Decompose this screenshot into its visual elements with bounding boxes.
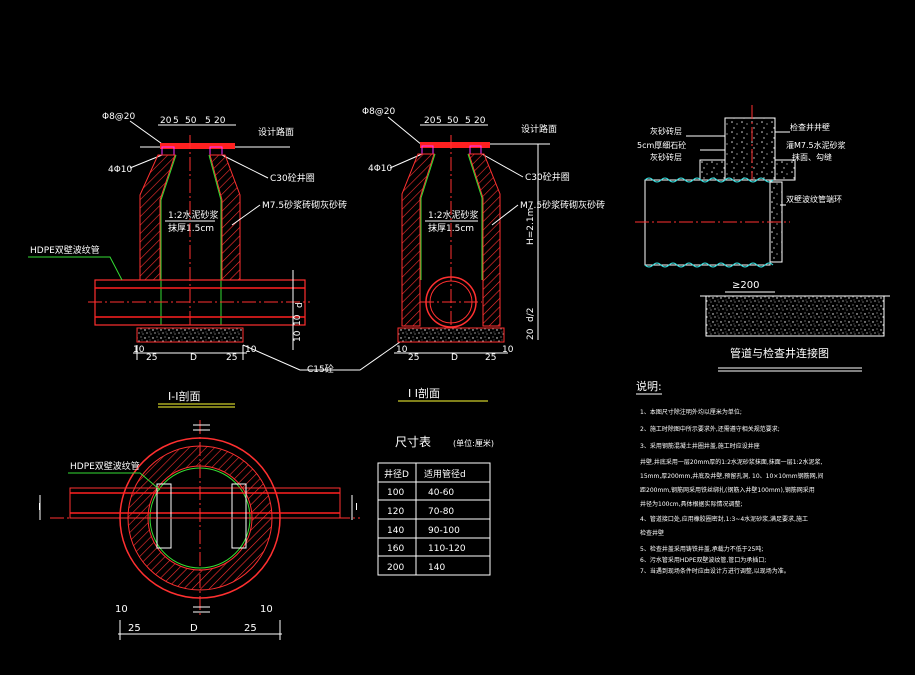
svg-text:10: 10 xyxy=(115,604,128,615)
rebar-ring-label: 4Φ10 xyxy=(108,165,133,175)
svg-text:H=2.1m: H=2.1m xyxy=(526,208,536,245)
svg-text:10: 10 xyxy=(245,345,257,355)
svg-text:40-60: 40-60 xyxy=(428,488,454,498)
svg-text:Φ8@20: Φ8@20 xyxy=(362,107,396,117)
svg-text:5: 5 xyxy=(173,116,179,126)
svg-text:D: D xyxy=(451,353,458,363)
plan-view: I I HDPE双壁波纹管 10 10 25 D 25 xyxy=(38,420,360,640)
svg-text:20: 20 xyxy=(526,328,536,340)
svg-text:灰砂砖层: 灰砂砖层 xyxy=(650,152,682,162)
svg-text:D: D xyxy=(190,623,198,634)
section-right: Φ8@20 20 5 50 5 20 设计路面 4Φ10 C30砼井圈 1:2水… xyxy=(362,107,605,402)
svg-text:C30砼井圈: C30砼井圈 xyxy=(525,171,570,183)
svg-text:5: 5 xyxy=(205,116,211,126)
design-ground-label: 设计路面 xyxy=(258,126,294,138)
svg-text:灰砂砖层: 灰砂砖层 xyxy=(650,126,682,136)
svg-text:1、本图尺寸除注明外均以厘米为单位;: 1、本图尺寸除注明外均以厘米为单位; xyxy=(640,408,742,416)
svg-text:5、检查井盖采用铸铁井盖,承载力不低于25吨;: 5、检查井盖采用铸铁井盖,承载力不低于25吨; xyxy=(640,545,763,553)
section-left: Φ8@20 20 5 50 5 20 设计路面 4Φ10 C30砼井圈 1:2水… xyxy=(28,112,347,408)
connection-title: 管道与检查井连接图 xyxy=(730,346,829,360)
svg-text:1:2水泥砂浆: 1:2水泥砂浆 xyxy=(428,209,479,221)
svg-text:50: 50 xyxy=(185,116,197,126)
pipe-label: HDPE双壁波纹管 xyxy=(30,244,100,256)
svg-text:3、采用钢筋混凝土井圈井盖,施工时应设井座: 3、采用钢筋混凝土井圈井盖,施工时应设井座 xyxy=(640,442,760,450)
svg-text:200: 200 xyxy=(387,563,404,573)
svg-text:140: 140 xyxy=(387,526,404,536)
ring-label: C30砼井圈 xyxy=(270,172,315,184)
svg-text:20: 20 xyxy=(160,116,172,126)
svg-text:110-120: 110-120 xyxy=(428,544,466,554)
section-right-title: I I剖面 xyxy=(408,386,440,400)
svg-text:井壁,井底采用一层20mm厚的1:2水泥砂浆抹面,抹面一层1: 井壁,井底采用一层20mm厚的1:2水泥砂浆抹面,抹面一层1:2水泥浆, xyxy=(640,458,822,466)
svg-text:检查井壁: 检查井壁 xyxy=(640,529,664,537)
svg-text:I: I xyxy=(38,502,41,513)
svg-text:10: 10 xyxy=(502,345,514,355)
svg-text:抹面、勾缝: 抹面、勾缝 xyxy=(792,152,832,162)
svg-text:10: 10 xyxy=(293,330,303,342)
svg-text:25: 25 xyxy=(226,353,237,363)
svg-text:90-100: 90-100 xyxy=(428,526,460,536)
notes-title: 说明: xyxy=(636,379,662,393)
table-unit: (单位:厘米) xyxy=(453,438,494,448)
cover-slab xyxy=(160,143,235,149)
plaster-label: 1:2水泥砂浆 xyxy=(168,209,219,221)
table-title: 尺寸表 xyxy=(395,435,431,449)
svg-text:4、管道接口处,应用橡胶圈密封,1:3~4水泥砂浆,满足要求: 4、管道接口处,应用橡胶圈密封,1:3~4水泥砂浆,满足要求,施工 xyxy=(640,515,808,523)
svg-text:10: 10 xyxy=(260,604,273,615)
plaster-thickness: 抹厚1.5cm xyxy=(168,222,214,234)
svg-text:D: D xyxy=(190,353,197,363)
svg-text:7、当遇到现场条件时应由设计方进行调整,以现场为准。: 7、当遇到现场条件时应由设计方进行调整,以现场为准。 xyxy=(640,567,790,575)
svg-text:4Φ10: 4Φ10 xyxy=(368,164,393,174)
base-slab xyxy=(136,327,244,343)
base-label: C15砼 xyxy=(307,363,334,375)
svg-text:2、施工时除图中所示要求外,还需遵守相关规范要求;: 2、施工时除图中所示要求外,还需遵守相关规范要求; xyxy=(640,425,780,433)
svg-text:d: d xyxy=(295,302,305,308)
svg-text:10: 10 xyxy=(396,345,408,355)
svg-text:灌M7.5水泥砂浆: 灌M7.5水泥砂浆 xyxy=(786,140,846,150)
svg-text:5: 5 xyxy=(436,116,442,126)
svg-text:5cm厚细石砼: 5cm厚细石砼 xyxy=(637,140,686,150)
wall-label: M7.5砂浆砖砌灰砂砖 xyxy=(262,199,347,211)
svg-text:≥200: ≥200 xyxy=(732,280,759,291)
notes: 说明: 1、本图尺寸除注明外均以厘米为单位; 2、施工时除图中所示要求外,还需遵… xyxy=(636,379,824,575)
svg-text:70-80: 70-80 xyxy=(428,507,454,517)
svg-text:25: 25 xyxy=(146,353,157,363)
svg-text:100: 100 xyxy=(387,488,404,498)
svg-text:5: 5 xyxy=(465,116,471,126)
svg-text:20: 20 xyxy=(424,116,436,126)
svg-text:25: 25 xyxy=(128,623,141,634)
svg-text:25: 25 xyxy=(408,353,419,363)
svg-text:d/2: d/2 xyxy=(526,308,536,322)
svg-text:设计路面: 设计路面 xyxy=(521,123,557,135)
svg-text:10: 10 xyxy=(133,345,145,355)
svg-text:双壁波纹管端环: 双壁波纹管端环 xyxy=(786,194,842,204)
svg-text:20: 20 xyxy=(214,116,226,126)
svg-text:6、污水管采用HDPE双壁波纹管,管口为承插口;: 6、污水管采用HDPE双壁波纹管,管口为承插口; xyxy=(640,556,766,564)
svg-text:井径D: 井径D xyxy=(384,468,409,480)
svg-text:15mm,厚200mm,井底及井壁,预留孔洞, 10、10×: 15mm,厚200mm,井底及井壁,预留孔洞, 10、10×10mm钢筋网,间 xyxy=(640,472,824,480)
svg-text:50: 50 xyxy=(447,116,459,126)
size-table: 尺寸表 (单位:厘米) 井径D 适用管径d 100 40-60 120 70-8… xyxy=(377,435,494,576)
svg-text:20: 20 xyxy=(474,116,486,126)
svg-text:120: 120 xyxy=(387,507,404,517)
connection-detail: ≥200 灰砂砖层 5cm厚细石砼 灰砂砖层 检查井井壁 灌M7.5水泥砂浆 抹… xyxy=(635,105,890,372)
section-left-title: I-I剖面 xyxy=(168,389,200,403)
svg-text:适用管径d: 适用管径d xyxy=(424,468,466,480)
rebar-top-label: Φ8@20 xyxy=(102,112,136,122)
svg-text:距200mm,钢筋网采用铁丝绑扎(钢筋入井壁100mm),钢: 距200mm,钢筋网采用铁丝绑扎(钢筋入井壁100mm),钢筋网采用 xyxy=(640,486,815,494)
top-dimensions: 20 5 50 5 20 xyxy=(158,116,236,126)
svg-text:检查井井壁: 检查井井壁 xyxy=(790,122,830,132)
svg-text:160: 160 xyxy=(387,544,404,554)
svg-text:井径为100cm,具体根据实际情况调整;: 井径为100cm,具体根据实际情况调整; xyxy=(640,500,743,508)
svg-text:25: 25 xyxy=(244,623,257,634)
svg-text:25: 25 xyxy=(485,353,496,363)
svg-text:10: 10 xyxy=(293,314,303,326)
svg-text:M7.5砂浆砖砌灰砂砖: M7.5砂浆砖砌灰砂砖 xyxy=(520,199,605,211)
svg-text:140: 140 xyxy=(428,563,445,573)
plan-pipe-label: HDPE双壁波纹管 xyxy=(70,460,140,472)
svg-text:I: I xyxy=(355,502,358,513)
